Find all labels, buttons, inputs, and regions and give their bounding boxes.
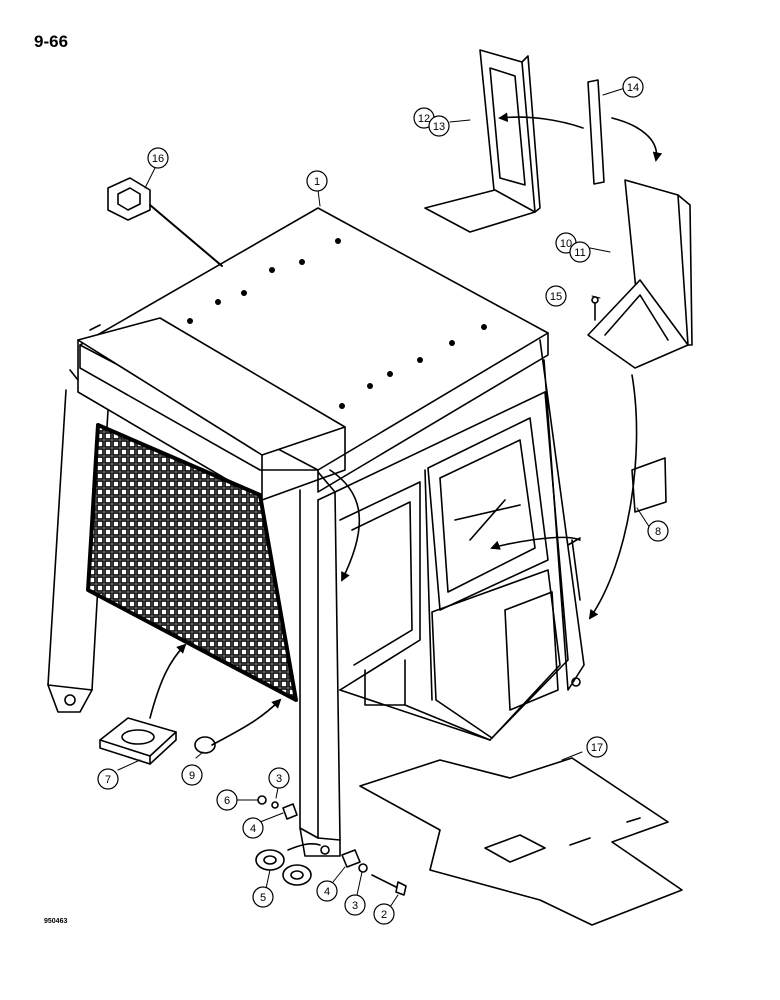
side-frame-door	[334, 391, 581, 741]
svg-text:10: 10	[560, 238, 572, 250]
callout-2: 2	[373, 903, 395, 925]
bracket-part-16	[107, 177, 223, 267]
svg-text:3: 3	[352, 900, 358, 912]
page-number: 9-66	[34, 32, 69, 51]
svg-text:16: 16	[152, 153, 164, 165]
callout-5: 5	[252, 886, 274, 908]
mount-hardware	[255, 795, 407, 896]
svg-text:8: 8	[655, 526, 661, 538]
callout-4-upper: 4	[242, 817, 264, 839]
callout-17: 17	[586, 736, 608, 758]
seal-strip-part-14	[587, 79, 605, 185]
callout-7: 7	[97, 768, 119, 790]
svg-text:14: 14	[627, 82, 639, 94]
window-panel-part-12-13	[424, 49, 541, 233]
callout-15: 15	[545, 285, 567, 307]
plug-part-9	[194, 736, 216, 754]
svg-text:4: 4	[324, 886, 330, 898]
svg-text:9: 9	[189, 770, 195, 782]
arrows	[149, 112, 663, 851]
figure-code: 950463	[44, 918, 68, 925]
svg-text:4: 4	[250, 823, 256, 835]
callout-1: 1	[306, 170, 328, 192]
svg-text:1: 1	[314, 176, 320, 188]
callout-8: 8	[647, 520, 669, 542]
callout-3-lower: 3	[344, 894, 366, 916]
callout-leaders	[117, 87, 651, 911]
callout-3-upper: 3	[268, 767, 290, 789]
callout-9: 9	[181, 764, 203, 786]
svg-text:15: 15	[550, 291, 562, 303]
callout-11: 11	[569, 241, 591, 263]
svg-text:12: 12	[418, 113, 430, 125]
svg-text:3: 3	[276, 773, 282, 785]
rear-screen-guard	[86, 423, 298, 702]
callout-6: 6	[216, 789, 238, 811]
callout-14: 14	[622, 76, 644, 98]
side-panel-part-10-11	[587, 179, 693, 369]
svg-text:6: 6	[224, 795, 230, 807]
svg-text:2: 2	[381, 909, 387, 921]
pad-part-7	[99, 717, 177, 765]
screw-part-15	[591, 296, 599, 321]
callout-13: 13	[428, 115, 450, 137]
svg-text:11: 11	[574, 247, 585, 259]
floor-mat-part-17	[359, 757, 683, 926]
svg-text:17: 17	[591, 742, 603, 754]
callout-4-lower: 4	[316, 880, 338, 902]
svg-text:13: 13	[433, 121, 445, 133]
callout-16: 16	[147, 147, 169, 169]
plate-part-8	[631, 457, 667, 513]
svg-text:7: 7	[105, 774, 111, 786]
svg-text:5: 5	[260, 892, 266, 904]
front-visor	[69, 317, 346, 501]
